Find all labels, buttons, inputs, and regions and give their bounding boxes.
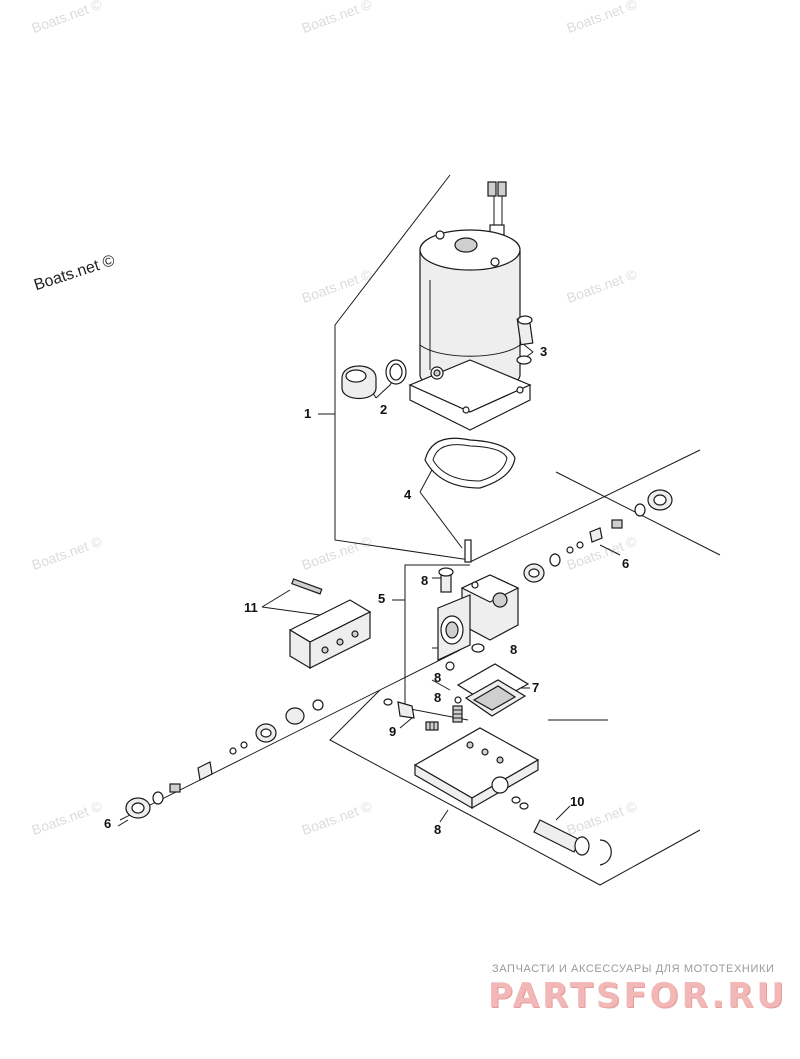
fittings-6-left: [125, 699, 324, 819]
cover-7: [445, 661, 530, 717]
callout-8-cover: 8: [434, 670, 442, 685]
callout-8-washer: 8: [510, 642, 518, 657]
pump-block-5: [437, 574, 520, 661]
bolt-8-upper: [438, 567, 454, 593]
callout-11: 11: [244, 600, 258, 615]
callout-2: 2: [380, 402, 388, 417]
callout-7: 7: [532, 680, 540, 695]
callout-3: 3: [540, 344, 548, 359]
callout-5: 5: [378, 591, 386, 606]
screw-3: [516, 315, 534, 365]
callout-4: 4: [404, 487, 412, 502]
manifold-11: [288, 578, 372, 670]
dowel-pin: [464, 539, 472, 563]
callout-10: 10: [570, 794, 585, 809]
footer-logo: PARTSFOR.RU: [488, 976, 788, 1016]
leader-lines: [117, 174, 721, 886]
fittings-6-right: [523, 489, 673, 583]
callout-1: 1: [304, 406, 312, 421]
callout-8-upper: 8: [421, 573, 429, 588]
gasket-4: [424, 437, 516, 489]
shaft-10: [511, 796, 612, 866]
housing-8: [413, 727, 540, 810]
callout-6-right: 6: [622, 556, 630, 571]
fill-plug-2: [341, 359, 407, 400]
spring-8: [452, 705, 463, 723]
valve-9: [383, 698, 439, 731]
callout-6-left: 6: [104, 816, 112, 831]
washer-8: [471, 643, 485, 653]
footer-subtitle: ЗАПЧАСТИ И АКСЕССУАРЫ ДЛЯ МОТОТЕХНИКИ: [492, 963, 775, 975]
pump-motor: [408, 229, 532, 431]
callout-8-housing: 8: [434, 822, 442, 837]
callout-9: 9: [389, 724, 397, 739]
callout-8-spring: 8: [434, 690, 442, 705]
